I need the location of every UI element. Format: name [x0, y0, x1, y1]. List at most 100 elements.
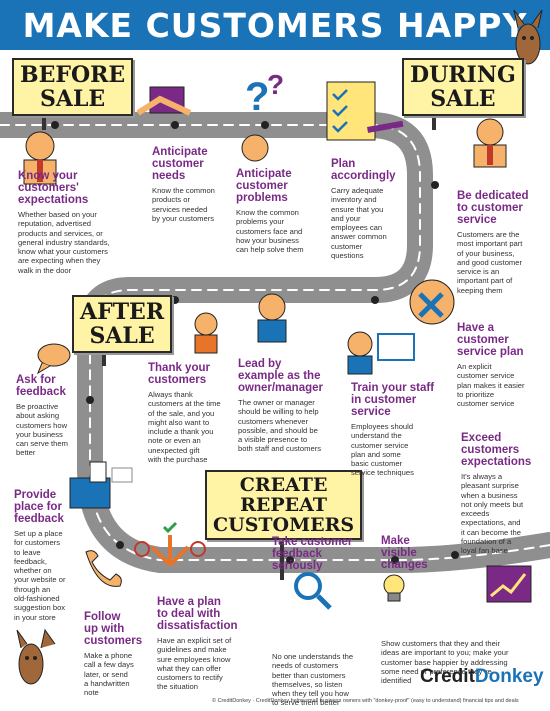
tip-body-line: customer service — [457, 371, 515, 381]
tip-heading-line: Take customer — [272, 536, 353, 548]
tip-body-line: should be willing to help — [238, 407, 319, 417]
tip-body-line: better than customers — [272, 670, 346, 680]
dedicated-person-icon — [473, 118, 507, 168]
tip-heading-line: customers — [148, 374, 207, 386]
tip-body-line: note — [84, 688, 99, 698]
tip-heading-line: accordingly — [331, 170, 396, 182]
tip-body-line: Carry adequate — [331, 186, 384, 195]
tip-body-line: customers how — [16, 420, 68, 430]
wrench-head-icon — [409, 279, 455, 325]
stage-sign-before-sale: BEFORE SALE — [12, 58, 134, 116]
tip-body-line: note or even an — [148, 436, 201, 446]
phone-icon — [85, 550, 122, 587]
tip-heading-line: customer — [457, 334, 509, 346]
stage-sign-during-sale: DURING SALE — [402, 58, 524, 116]
tip-heading-line: customers — [461, 444, 520, 456]
tip-body-line: customer service — [457, 399, 515, 409]
tip-body-line: understand the — [351, 431, 402, 441]
tip-body-line: general industry standards, — [18, 237, 110, 247]
lightbulb-icon — [383, 574, 405, 602]
tip-body-line: whether on — [14, 566, 52, 576]
person-icon — [23, 131, 57, 185]
creditdonkey-logo: CreditDonkey — [420, 666, 544, 688]
road-stop-marker — [171, 296, 179, 304]
tip-body-line: later, or send — [84, 669, 128, 679]
stage-label: REPEAT — [240, 494, 328, 516]
road-stop-marker — [171, 121, 179, 129]
tip-body-line: and your — [331, 213, 361, 223]
sign-post — [280, 540, 284, 580]
tip-body-line: to serve them better — [272, 698, 340, 708]
tip-body-line: and good customer — [457, 257, 523, 267]
tip-body-line: a visible presence to — [238, 435, 308, 445]
tip-heading-line: customers' — [18, 182, 79, 194]
tip-body-line: themselves, so listen — [272, 679, 343, 689]
tip-body-line: Whether based on your — [18, 210, 97, 219]
tip-body-line: reputation, advertised — [18, 219, 92, 229]
tip-heading-line: seriously — [272, 560, 323, 572]
tip-heading-line: up with — [84, 623, 125, 635]
tip-body-line: loyal fan base — [461, 546, 508, 556]
stage-sign-create-repeat-customers: CREATE REPEAT CUSTOMERS — [205, 470, 363, 540]
checklist-icon — [326, 81, 404, 141]
tip-body-line: when a business — [461, 490, 518, 500]
tip-body-line: most important part — [457, 239, 523, 249]
tip-body-line: products and services, or — [18, 228, 103, 238]
tip-heading-line: Know your — [18, 170, 78, 182]
tip-body-line: Know the common — [152, 186, 215, 195]
svg-text:?: ? — [245, 75, 269, 119]
tip-body-line: of your business, — [457, 248, 515, 258]
tip-heading-line: problems — [236, 192, 288, 204]
tip-heading-line: Plan — [331, 158, 356, 170]
tip-body-line: Have an explicit set of — [157, 636, 232, 645]
tip-body-line: service is an — [457, 267, 500, 277]
tip-body-line: sure employees know — [157, 654, 231, 664]
tip-heading-line: Ask for — [16, 374, 56, 386]
tip-body-line: customers to rectify — [157, 673, 223, 683]
tip-heading-line: feedback — [16, 386, 66, 398]
tip-body-line: services needed — [152, 204, 208, 214]
road-stop-marker — [391, 556, 399, 564]
tip-body-line: better — [16, 448, 36, 458]
tip-heading-line: Train your staff — [351, 382, 435, 394]
page-title: MAKE CUSTOMERS HAPPY — [22, 6, 528, 45]
tip-body-line: of the sale, and you — [148, 408, 215, 418]
tip-body-line: are expecting when they — [18, 256, 101, 266]
tip-body-line: answer common — [331, 232, 387, 242]
tip-body-line: needs of customers — [272, 661, 339, 671]
stage-label: AFTER — [80, 299, 165, 325]
tip-body-line: exceeds — [461, 509, 490, 519]
tip-heading-line: expectations — [18, 194, 89, 206]
logo-donkey: Donkey — [474, 666, 544, 687]
tip-heading-line: dissatisfaction — [157, 620, 238, 632]
road-stop-marker — [116, 541, 124, 549]
tip-body-line: plan makes it easier — [457, 380, 525, 390]
tip-body-line: questions — [331, 251, 364, 261]
tip-heading-line: visible — [381, 547, 417, 559]
staff-training-icon — [347, 331, 415, 375]
tip-body-line: can serve them — [16, 439, 68, 449]
tip-heading-line: in customer — [351, 394, 417, 406]
svg-text:?: ? — [267, 69, 284, 100]
tip-body-line: by your customers — [152, 213, 215, 223]
tip-body-line: Show customers that they and their — [381, 639, 501, 648]
tip-heading-line: example as the — [238, 370, 321, 382]
donkey-mascot-icon — [16, 628, 56, 685]
road-stop-marker — [286, 556, 294, 564]
